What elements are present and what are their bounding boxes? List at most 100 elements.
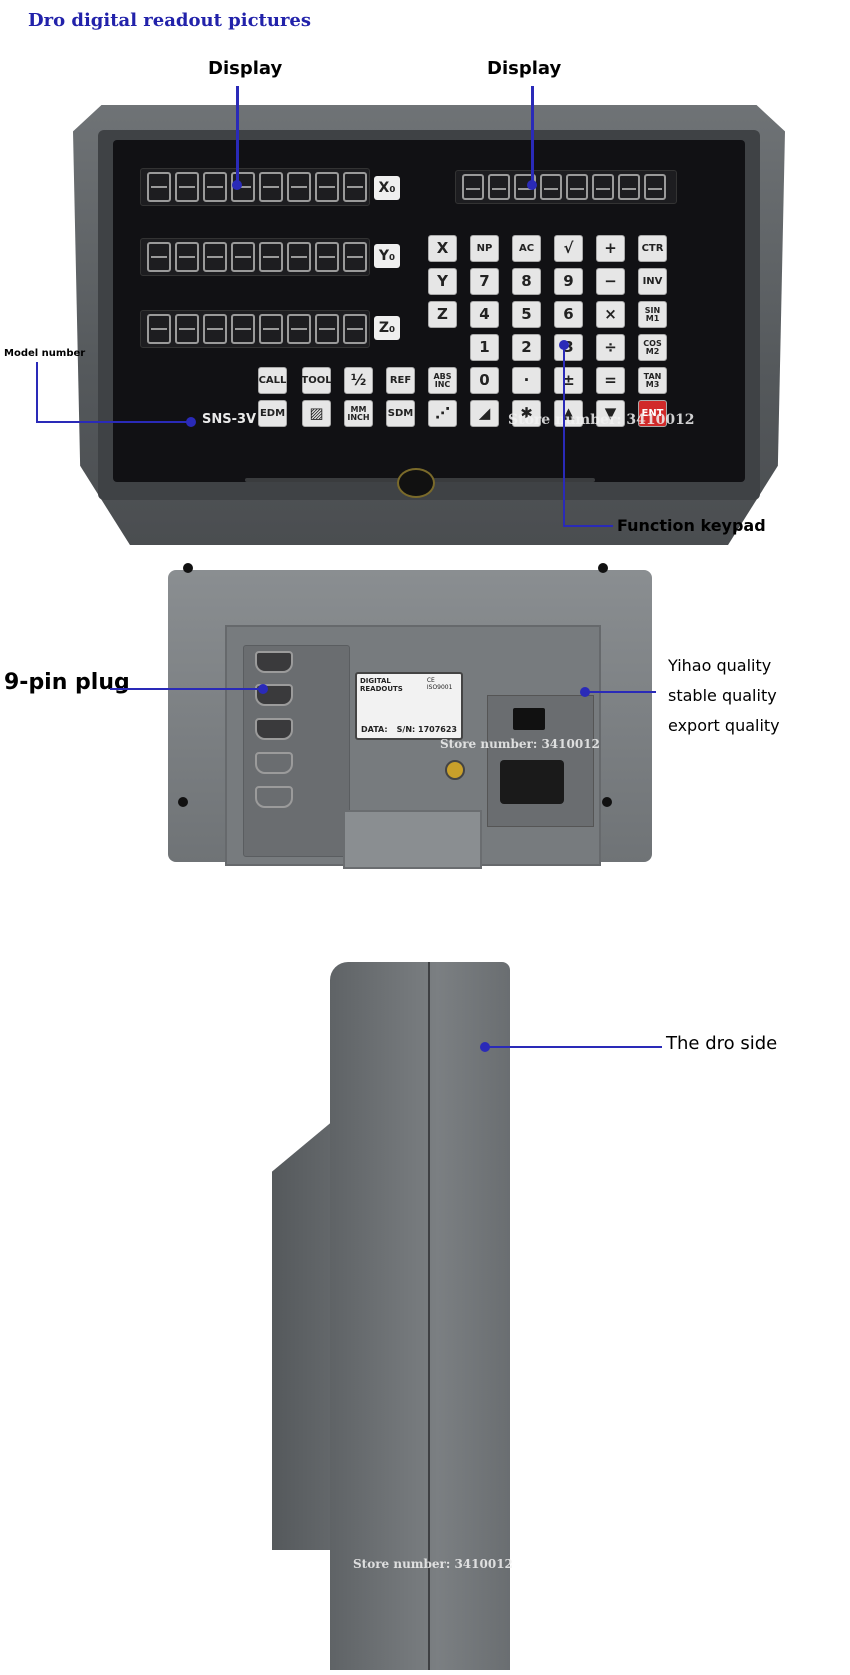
callout-model-number: Model number	[4, 348, 86, 359]
z-axis-display	[140, 310, 370, 348]
rating-plate: DIGITAL READOUTS CE ISO9001 DATA: S/N: 1…	[355, 672, 463, 740]
watermark-front: Store number: 3410012	[508, 412, 695, 428]
key-edm[interactable]: EDM	[258, 400, 287, 427]
key-inv[interactable]: INV	[638, 268, 667, 295]
side-stand	[272, 1120, 334, 1550]
callout-quality-2: stable quality	[668, 686, 777, 705]
key-ref[interactable]: REF	[386, 367, 415, 394]
port-panel	[243, 645, 350, 857]
key-7[interactable]: 7	[470, 268, 499, 295]
key-sdm[interactable]: SDM	[386, 400, 415, 427]
leader-display-right	[531, 86, 534, 186]
mount-hole-bl	[178, 797, 188, 807]
key-ac[interactable]: AC	[512, 235, 541, 262]
key-call[interactable]: CALL	[258, 367, 287, 394]
mount-hole-br	[602, 797, 612, 807]
page-title: Dro digital readout pictures	[28, 10, 312, 31]
key-tool[interactable]: TOOL	[301, 367, 332, 394]
leader-keypad-horizontal	[563, 525, 613, 527]
leader-quality	[584, 691, 656, 693]
key-line-holes[interactable]: ⋰	[428, 400, 457, 427]
callout-quality-3: export quality	[668, 716, 780, 735]
callout-display-left: Display	[208, 58, 283, 79]
leader-dot-display-left	[232, 180, 242, 190]
leader-dot-display-right	[527, 180, 537, 190]
key-sin-m1[interactable]: SIN M1	[638, 301, 667, 328]
plate-data-label: DATA:	[361, 725, 388, 734]
model-label: SNS-3V	[202, 412, 257, 427]
key-mm-inch[interactable]: MM INCH	[344, 400, 373, 427]
key-minus[interactable]: −	[596, 268, 625, 295]
key-down-arrow[interactable]: ▼	[596, 400, 625, 427]
key-arc[interactable]: ◢	[470, 400, 499, 427]
front-logo-knob	[397, 468, 435, 498]
key-z[interactable]: Z	[428, 301, 457, 328]
plate-title: DIGITAL READOUTS	[360, 677, 403, 693]
key-8[interactable]: 8	[512, 268, 541, 295]
callout-display-right: Display	[487, 58, 562, 79]
power-switch[interactable]	[513, 708, 545, 730]
key-multiply[interactable]: ×	[596, 301, 625, 328]
key-0[interactable]: 0	[470, 367, 499, 394]
key-np[interactable]: NP	[470, 235, 499, 262]
mount-hole-tr	[598, 563, 608, 573]
watermark-back: Store number: 3410012	[440, 737, 600, 751]
key-equals[interactable]: =	[596, 367, 625, 394]
power-socket	[500, 760, 564, 804]
key-tan-m3[interactable]: TAN M3	[638, 367, 667, 394]
leader-dot-keypad	[559, 340, 569, 350]
callout-function-keypad: Function keypad	[617, 516, 766, 535]
x-zero-button[interactable]: X₀	[374, 176, 400, 200]
plate-serial: S/N: 1707623	[396, 725, 457, 734]
leader-dro-side	[486, 1046, 662, 1048]
back-foot	[343, 810, 482, 869]
key-slope[interactable]: ▨	[302, 400, 331, 427]
key-half[interactable]: ½	[344, 367, 373, 394]
leader-dot-model	[186, 417, 196, 427]
key-cos-m2[interactable]: COS M2	[638, 334, 667, 361]
function-display	[455, 170, 677, 204]
callout-nine-pin-plug: 9-pin plug	[4, 670, 130, 695]
key-3[interactable]: 3	[554, 334, 583, 361]
key-5[interactable]: 5	[512, 301, 541, 328]
key-sqrt[interactable]: √	[554, 235, 583, 262]
key-x[interactable]: X	[428, 235, 457, 262]
leader-keypad-vertical	[563, 345, 565, 526]
key-pcd[interactable]: ✱	[512, 400, 541, 427]
mount-hole-tl	[183, 563, 193, 573]
key-1[interactable]: 1	[470, 334, 499, 361]
rs232-port	[255, 786, 293, 808]
key-plus-minus[interactable]: ±	[554, 367, 583, 394]
watermark-side: Store number: 3410012	[353, 1557, 513, 1571]
side-seam	[428, 962, 430, 1670]
y-zero-button[interactable]: Y₀	[374, 244, 400, 268]
key-9[interactable]: 9	[554, 268, 583, 295]
key-ctr[interactable]: CTR	[638, 235, 667, 262]
callout-dro-side: The dro side	[666, 1033, 778, 1054]
key-decimal[interactable]: ·	[512, 367, 541, 394]
grounding-terminal	[445, 760, 465, 780]
key-plus[interactable]: +	[596, 235, 625, 262]
leader-dot-nine-pin	[258, 684, 268, 694]
key-divide[interactable]: ÷	[596, 334, 625, 361]
key-up-arrow[interactable]: ▲	[554, 400, 583, 427]
leader-model-vertical	[36, 362, 38, 422]
leader-dot-quality	[580, 687, 590, 697]
key-y[interactable]: Y	[428, 268, 457, 295]
edm-port	[255, 752, 293, 774]
plate-cert: CE ISO9001	[426, 677, 453, 691]
leader-model-horizontal	[36, 421, 191, 423]
z-zero-button[interactable]: Z₀	[374, 316, 400, 340]
callout-quality-1: Yihao quality	[668, 656, 772, 675]
leader-display-left	[236, 86, 239, 186]
key-4[interactable]: 4	[470, 301, 499, 328]
x-axis-display	[140, 168, 370, 206]
x-axis-port	[255, 651, 293, 673]
y-axis-display	[140, 238, 370, 276]
key-enter[interactable]: ENT	[638, 400, 667, 427]
key-2[interactable]: 2	[512, 334, 541, 361]
key-abs-inc[interactable]: ABS INC	[428, 367, 457, 394]
z-axis-port	[255, 718, 293, 740]
leader-dot-dro-side	[480, 1042, 490, 1052]
key-6[interactable]: 6	[554, 301, 583, 328]
